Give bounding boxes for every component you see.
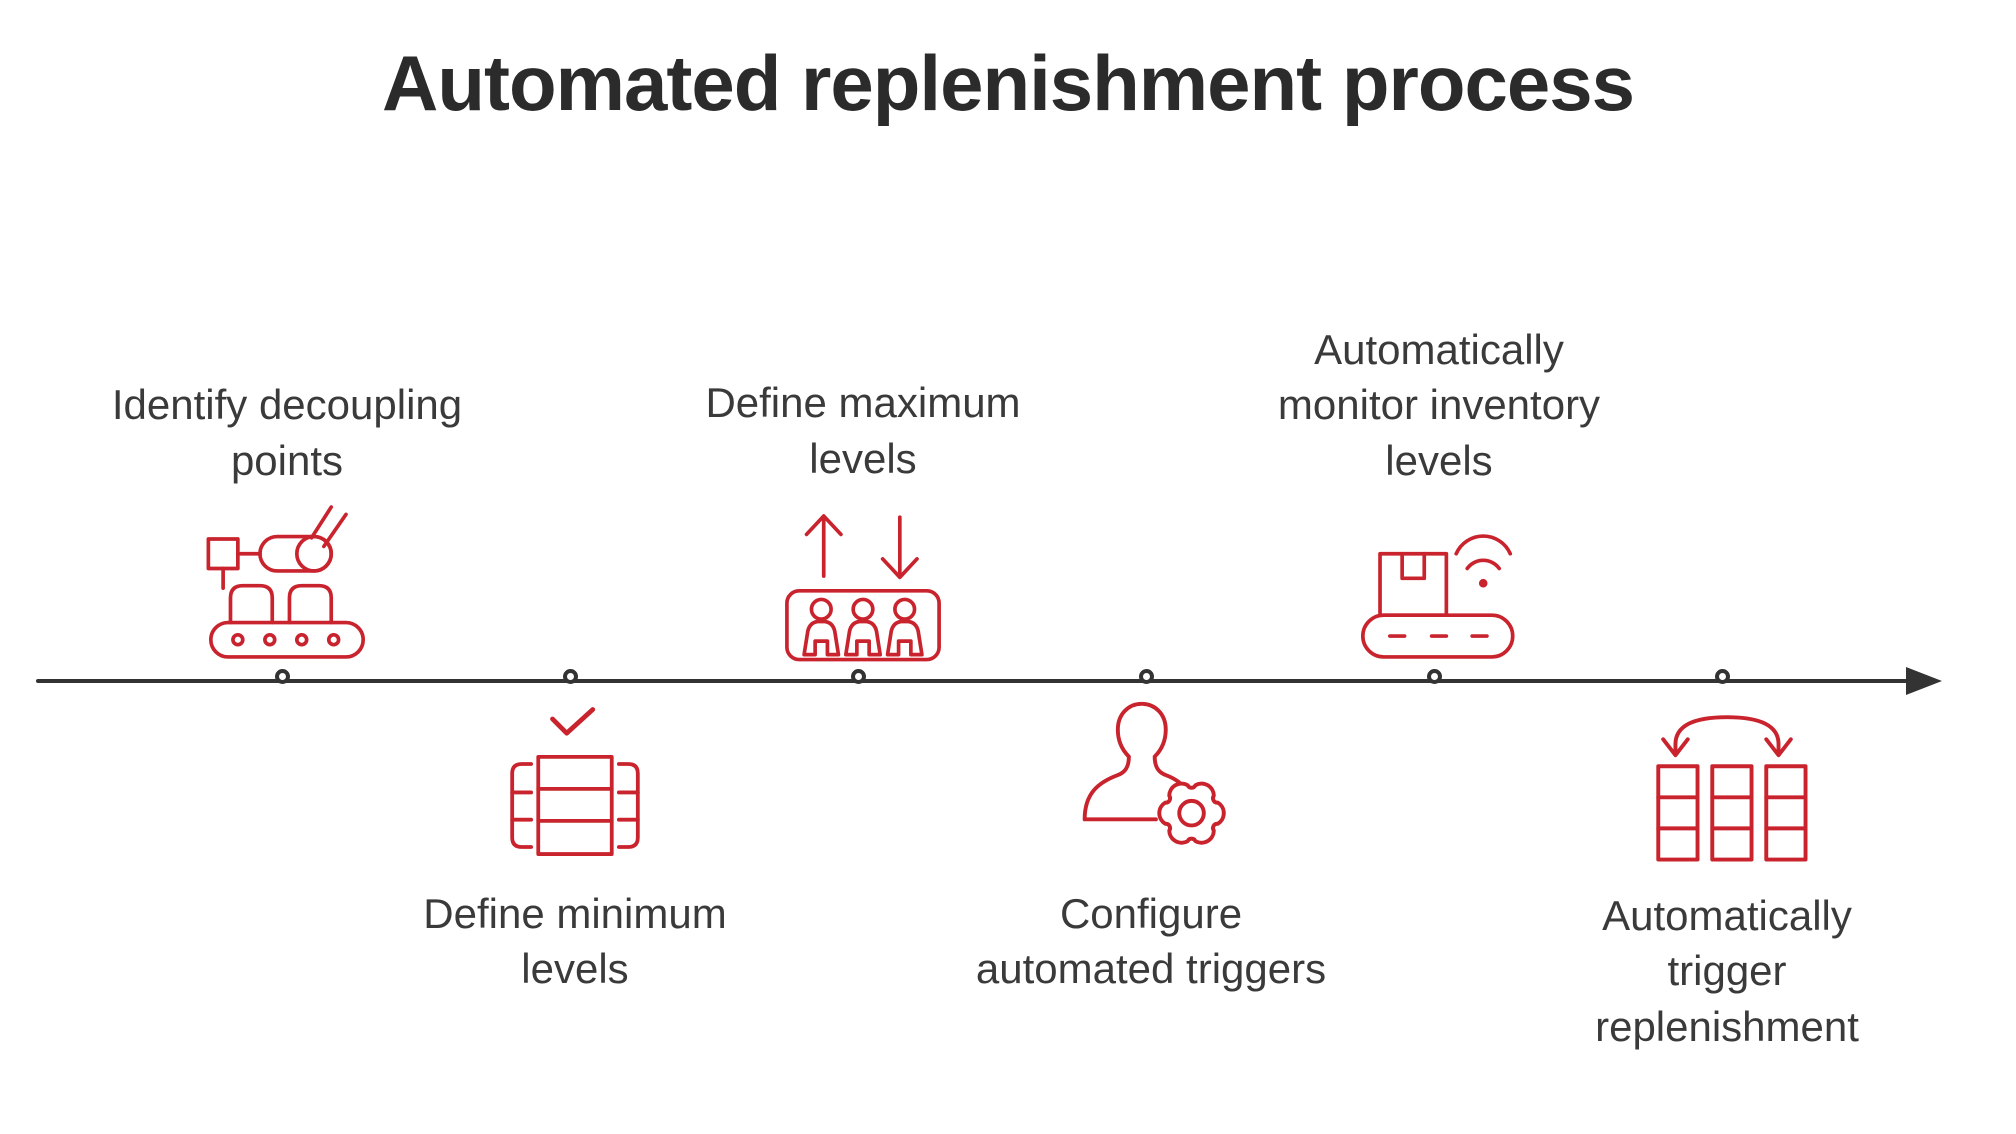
timeline-arrowhead [1906,667,1942,695]
step-label: Define maximum levels [705,379,1021,482]
step-label: Automatically trigger replenishment [1595,892,1859,1050]
step-identify-decoupling-points: Identify decoupling points [57,377,517,662]
step-label: Define minimum levels [423,890,727,993]
step-label: Automatically monitor inventory levels [1277,325,1601,484]
smart-conveyor-box-icon [1353,502,1525,662]
step-define-minimum-levels: Define minimum levels [345,700,805,997]
timeline-node-4 [1139,669,1154,684]
step-configure-automated-triggers: Configure automated triggers [921,700,1381,997]
step-define-maximum-levels: Define maximum levels [633,375,1093,662]
page-title: Automated replenishment process [382,39,1635,127]
timeline-node-1 [275,669,290,684]
step-label: Configure automated triggers [975,890,1327,993]
step-label: Identify decoupling points [111,381,463,484]
timeline-node-3 [851,669,866,684]
user-gear-icon [1065,700,1237,860]
step-automatically-monitor-inventory-levels: Automatically monitor inventory levels [1209,322,1669,662]
step-automatically-trigger-replenishment: Automatically trigger replenishment [1497,700,1957,1054]
timeline-node-6 [1715,669,1730,684]
stock-columns-swap-icon [1641,700,1813,862]
max-level-capacity-icon [777,500,949,662]
timeline-node-5 [1427,669,1442,684]
checked-stock-crate-icon [495,700,655,860]
timeline-node-2 [563,669,578,684]
timeline-line [36,679,1912,683]
robot-arm-conveyor-icon [201,502,373,662]
